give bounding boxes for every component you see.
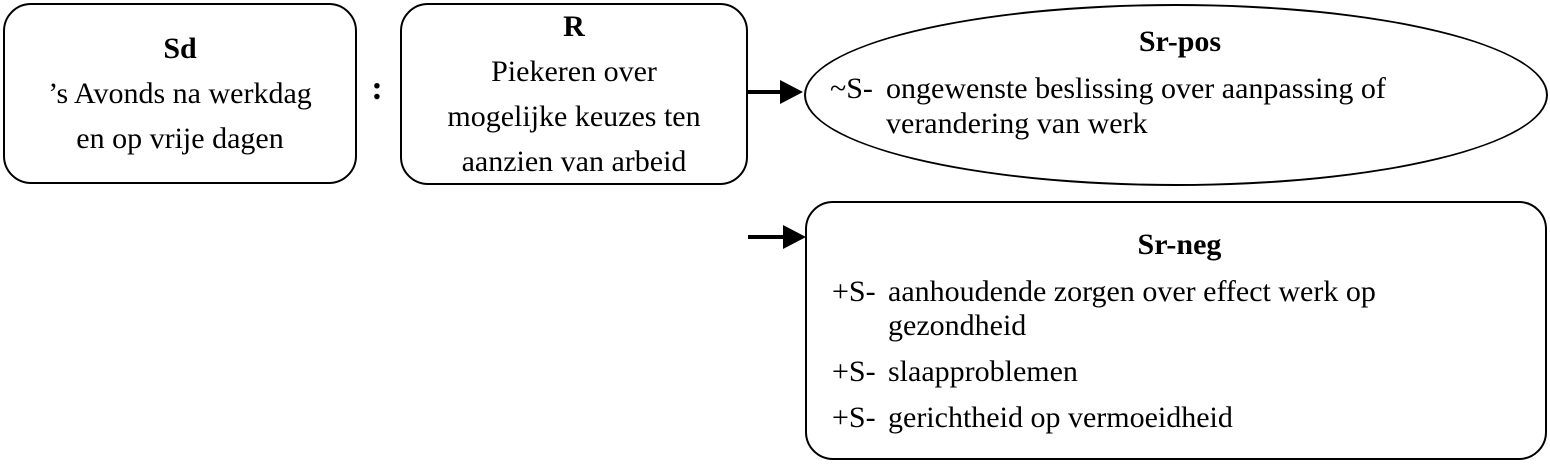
sr-pos-item-line-1: ongewenste beslissing over aanpassing of [886, 72, 1386, 105]
node-sr-pos: Sr-pos ~S- ongewenste beslissing over aa… [804, 4, 1548, 186]
node-sr-pos-title: Sr-pos [1138, 25, 1222, 58]
sr-neg-item-1-prefix: +S- [832, 275, 876, 308]
sr-pos-item-prefix: ~S- [830, 72, 873, 105]
sr-neg-item-2: +S- slaapproblemen [832, 355, 1527, 389]
node-sr-pos-content: Sr-pos ~S- ongewenste beslissing over aa… [830, 24, 1530, 141]
sr-neg-item-1-text: aanhoudende zorgen over effect werk op g… [888, 275, 1527, 343]
node-sd-line-2: en op vrije dagen [76, 122, 284, 155]
sr-neg-item-1-line-2: gezondheid [888, 309, 1027, 342]
node-r-line-2: mogelijke keuzes ten [447, 100, 701, 133]
sr-pos-item-line-2: verandering van werk [886, 107, 1148, 140]
sr-pos-item-text: ongewenste beslissing over aanpassing of… [886, 71, 1530, 141]
sr-neg-item-3: +S- gerichtheid op vermoeidheid [832, 401, 1527, 435]
sr-neg-item-2-text: slaapproblemen [888, 355, 1527, 389]
arrow-r-to-srpos [748, 80, 803, 104]
sr-neg-item-2-line-1: slaapproblemen [888, 355, 1078, 388]
sr-neg-item-2-prefix: +S- [832, 355, 876, 388]
node-r: R Piekeren over mogelijke keuzes ten aan… [400, 3, 748, 185]
node-r-line-1: Piekeren over [491, 55, 657, 88]
sr-pos-item: ~S- ongewenste beslissing over aanpassin… [830, 71, 1530, 141]
sr-neg-item-1: +S- aanhoudende zorgen over effect werk … [832, 275, 1527, 343]
node-sd-line-1: ’s Avonds na werkdag [48, 77, 312, 110]
colon-separator: : [371, 70, 383, 107]
node-sd-title: Sd [163, 32, 197, 65]
node-sr-neg-title: Sr-neg [1137, 228, 1222, 261]
sr-neg-item-3-line-1: gerichtheid op vermoeidheid [888, 401, 1233, 434]
sr-neg-item-3-text: gerichtheid op vermoeidheid [888, 401, 1527, 435]
node-sr-neg: Sr-neg +S- aanhoudende zorgen over effec… [805, 201, 1547, 460]
node-sd: Sd ’s Avonds na werkdag en op vrije dage… [3, 3, 357, 184]
arrow-to-srneg [748, 225, 806, 249]
sr-neg-item-1-line-1: aanhoudende zorgen over effect werk op [888, 275, 1376, 308]
node-r-line-3: aanzien van arbeid [461, 145, 687, 178]
sr-neg-item-3-prefix: +S- [832, 401, 876, 434]
node-r-title: R [563, 10, 585, 43]
